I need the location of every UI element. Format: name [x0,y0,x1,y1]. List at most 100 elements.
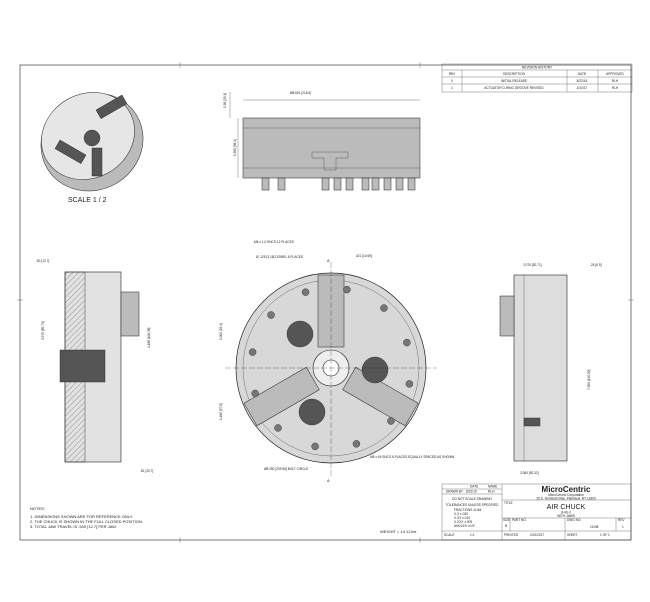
left-height-1: 3.375 [85.73] [41,321,45,340]
revision-title: REVISION HISTORY [522,66,553,70]
air-port [333,177,342,191]
side-width-2: .25 [6.5] [590,263,602,267]
section-marker: A [327,258,330,263]
dwg-number: 11198 [590,525,599,529]
company-address: 25 S. Terminal Drive, Plainview, NY 1180… [536,496,596,500]
offset-dim: .421 [10.69] [355,254,372,258]
drawn-by-label: DRAWN BY [446,490,464,494]
mid-dim-1: 1.000 [25.4] [219,323,223,340]
scale-label: SCALE 1 / 2 [68,197,107,204]
sheet-label: SHEET [567,533,578,537]
air-port [395,177,404,191]
mid-dim-2: 1.480 [37.6] [219,403,223,420]
date-header: DATE [578,72,586,76]
tolerance-line: FRACTIONS ±1/64 [454,508,481,512]
scale-label-tb: SCALE [444,533,454,537]
printed-date: 2/10/2017 [530,533,544,537]
rev-header: REV [449,72,456,76]
drawing-title: AIR CHUCK [547,504,586,511]
top-dia-dim: Ø8.601 [218.5] [290,91,311,95]
desc-cell: INITIAL RELEASE [501,79,527,83]
top-view [229,92,421,191]
section-view [59,271,140,463]
air-port [407,177,416,191]
bolt-hole [405,380,414,388]
weight-label: WEIGHT = 14.11 lbs [380,529,416,534]
drawing-border [19,64,632,541]
bolt-hole [251,389,259,398]
dwg-label: DWG NO. [567,518,581,522]
desc-cell: ACTUATOR O-RING GROOVE REVISED [484,86,544,90]
tolerances-title: TOLERANCES UNLESS SPECIFIED [446,503,500,507]
drawing-subtitle: 8-4S-3 [561,511,571,515]
air-port [277,177,286,191]
air-port [371,177,380,191]
approved-cell: RLH [612,79,619,83]
section-marker-bottom: A [327,478,330,483]
bolt-hole [301,288,310,296]
top-height-dim: 1.38 [35.1] [223,93,227,108]
drawn-date: 8/22/16 [466,490,477,494]
side-height: 7.500 [190.50] [587,370,591,390]
size-value: B [505,524,507,528]
air-port [383,177,392,191]
title-label: TITLE [504,501,513,505]
bolt-hole [343,285,351,294]
air-port [261,177,270,191]
note-3: 3. TOTAL JAW TRAVEL IS .500 [12.7] PER J… [30,524,117,529]
rev-cell: 1 [451,86,453,90]
date-cell: 8/22/16 [577,79,588,83]
scale-value: 1:2 [470,533,475,537]
drawn-name: RLH [488,490,495,494]
left-bottom-dim: .81 [20.7] [140,469,153,473]
air-port [321,177,330,191]
side-view [499,274,568,462]
side-width-1: 2.076 [52.71] [523,263,542,267]
isometric-view [40,92,144,192]
approved-cell: RLH [612,86,619,90]
cap-screw-note: M6 x 1.0 SHCS 12 PLACES [254,240,294,244]
sheet-value: 1 OF 1 [600,533,610,537]
company-logo: MicroCentric [542,485,591,494]
do-not-scale: DO NOT SCALE DRAWING [452,497,492,501]
note-1: 1. DIMENSIONS SHOWN ARE FOR REFERENCE ON… [30,514,133,519]
bolt-hole [311,442,319,451]
bolt-hole [267,311,275,319]
bolt-hole [274,424,282,432]
border-ticks [17,62,634,543]
side-bottom-dim: 2.060 [52.32] [520,471,539,475]
part-label: PART NO. [512,518,527,522]
front-view [225,262,437,478]
printed-label: PRINTED [504,533,519,537]
title-block [441,483,632,541]
tolerance-line: X.X ±.030 [454,512,468,516]
tolerance-line: ANGLES ±0.5° [454,524,476,528]
air-port [361,177,370,191]
bolt-hole [387,417,395,425]
notes-title: NOTES: [30,506,45,511]
revision-table: REVISION HISTORY REV DESCRIPTION DATE AP… [441,63,633,93]
bolt-hole [248,348,257,356]
dowel-note: Ø .125 [3.18] DOWEL 6 PLACES [256,255,303,259]
approved-header: APPROVED [606,72,624,76]
bolt-hole [403,338,411,347]
rev-label: REV [618,518,625,522]
note-2: 2. THE CHUCK IS SHOWN IN THE FULL CLOSED… [30,519,143,524]
tolerance-line: X.XX ±.010 [454,516,470,520]
size-label: SIZE [503,518,510,522]
bolt-hole [352,440,361,448]
drawing-sub2: WITH JAWS [557,514,575,518]
company-sub: MicroCentric Corporation [548,493,584,497]
left-width-dim: .50 [12.7] [36,259,49,263]
bolt-circle-note: Ø8.250 [209.55] BOLT CIRCLE [264,467,308,471]
bolt-hole [380,304,388,312]
desc-header: DESCRIPTION [503,72,525,76]
date-cell: 2/10/17 [577,86,588,90]
rev-cell: 0 [451,79,453,83]
tolerance-line: X.XXX ±.005 [454,520,472,524]
name-header: NAME [488,485,497,489]
date-header: DATE [470,485,478,489]
top-body-height-dim: 1.500 [38.1] [233,139,237,156]
left-height-2: 4.188 [106.38] [147,328,151,348]
